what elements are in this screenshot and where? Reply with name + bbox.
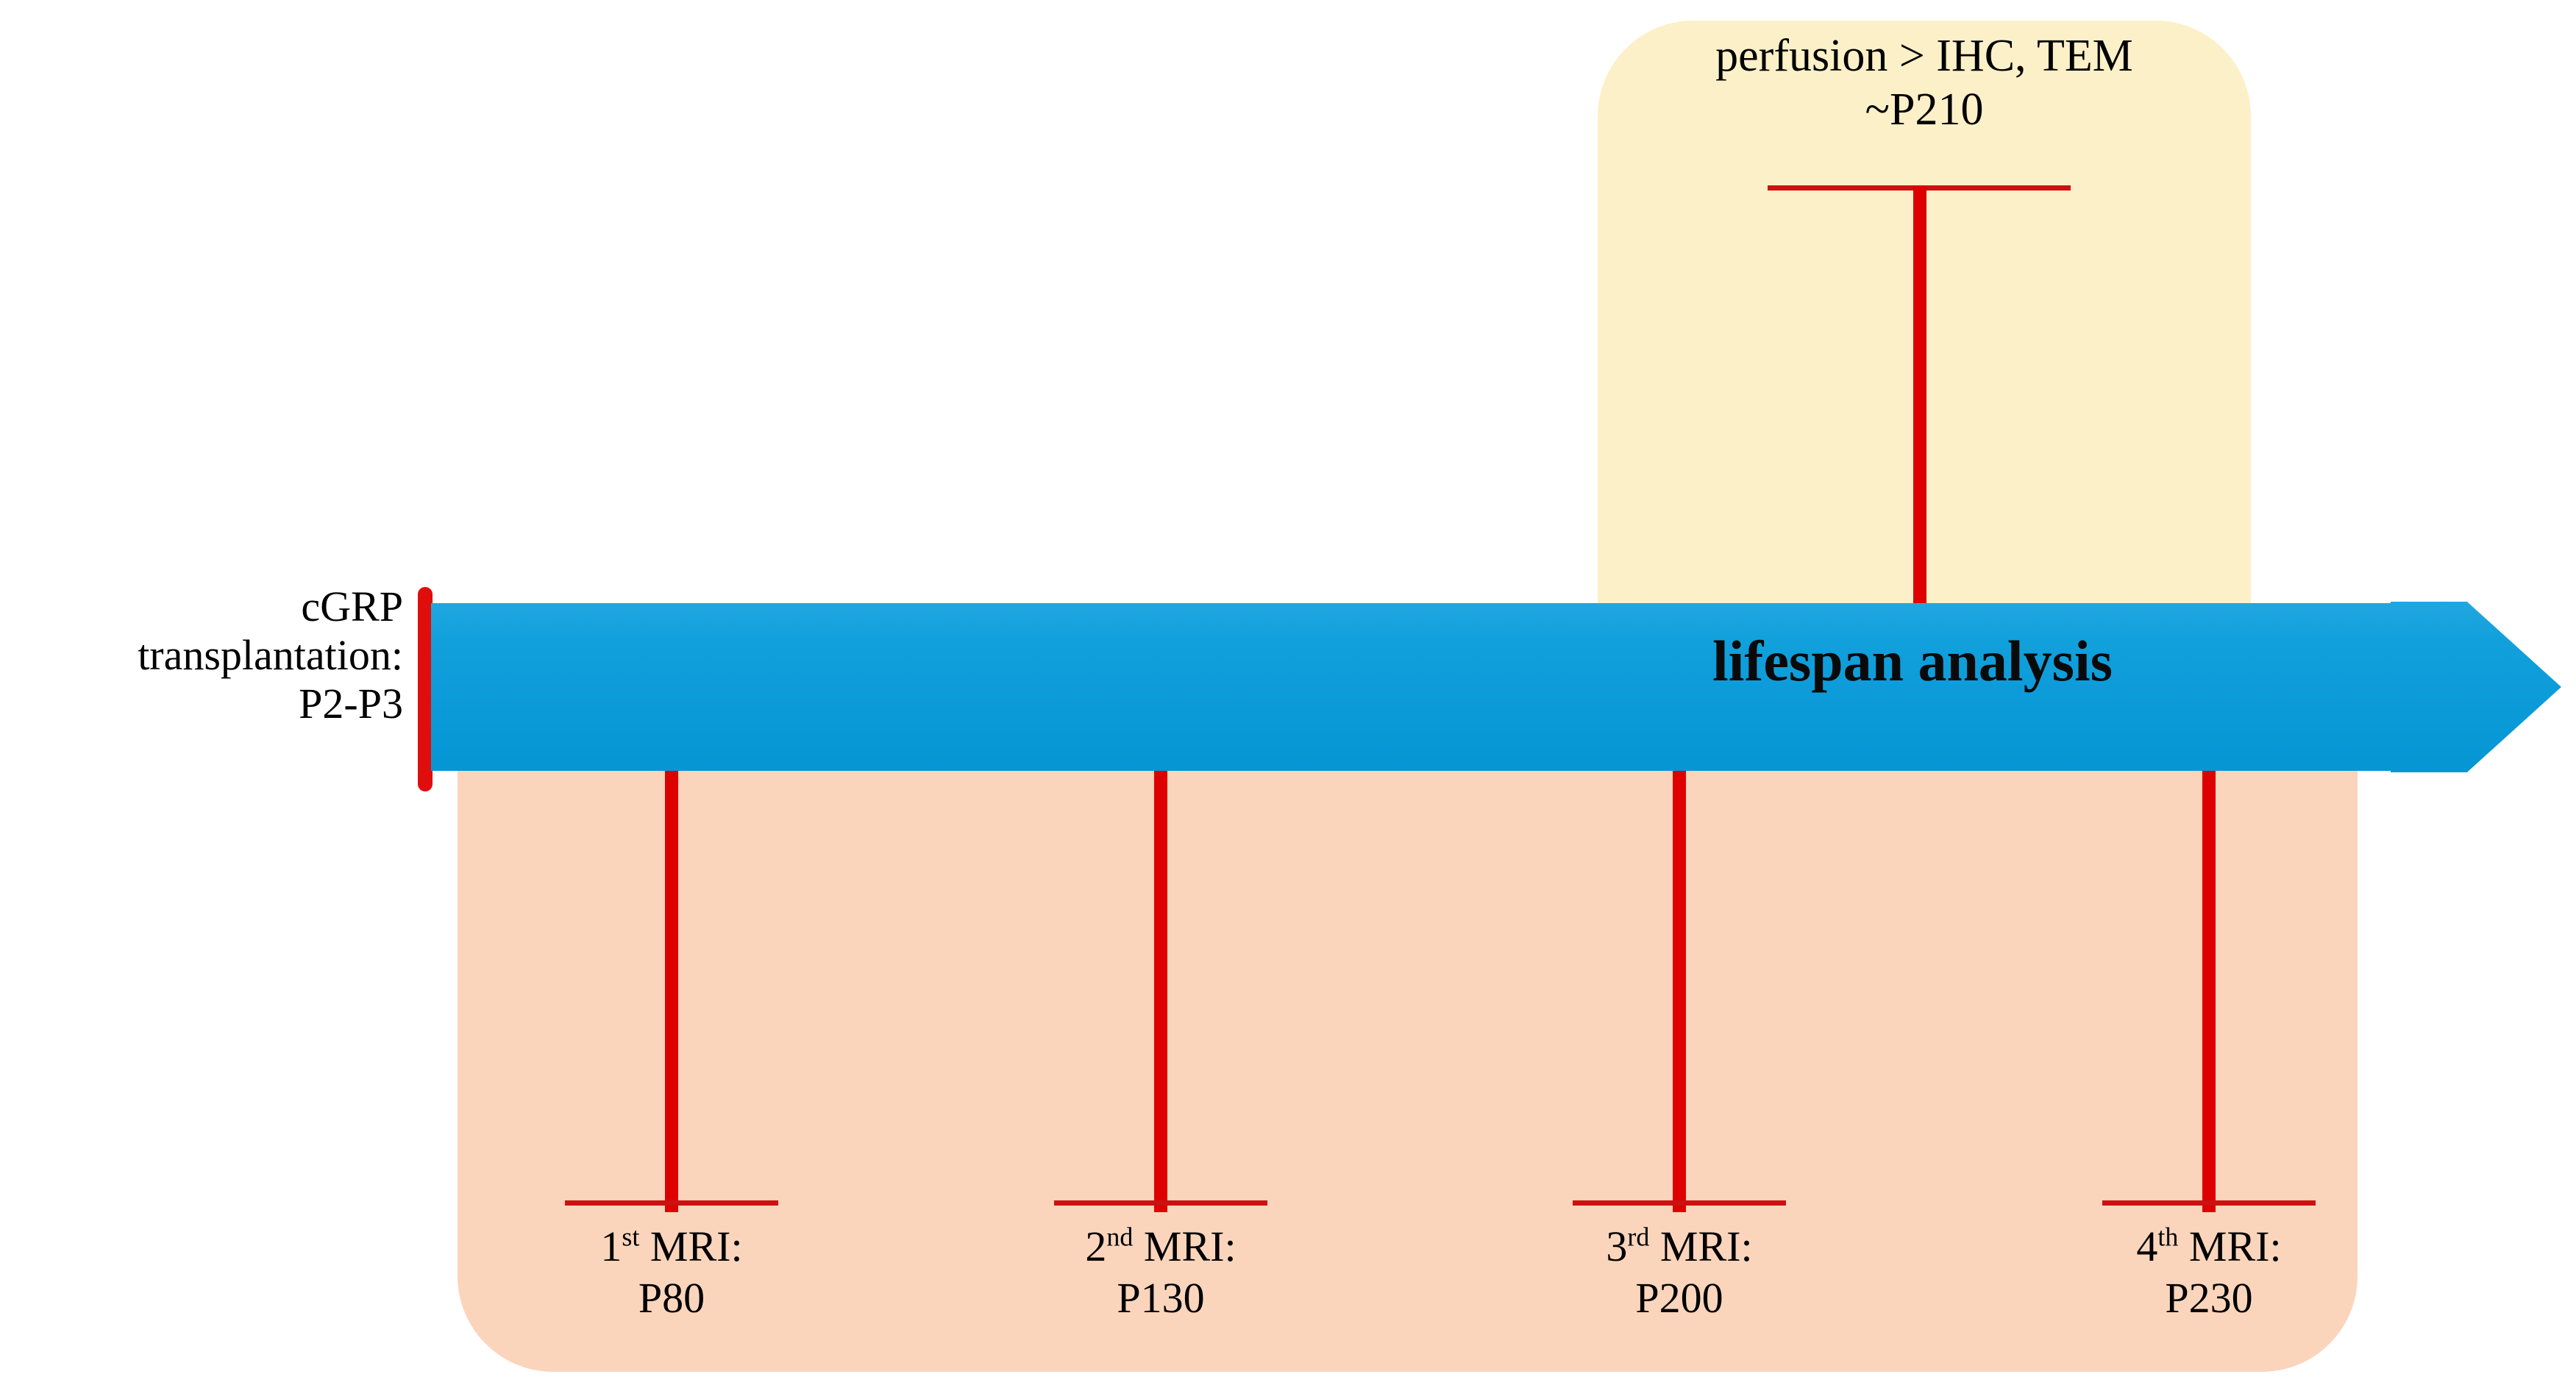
mri-label-1-day: P80 [638, 1273, 705, 1322]
timeline-arrow [431, 602, 2561, 772]
perfusion-label-line1: perfusion > IHC, TEM [1715, 31, 2133, 81]
mri-tick-line-4 [2202, 771, 2216, 1212]
mri-tick-rule-1 [565, 1200, 778, 1206]
arrow-path [431, 602, 2561, 772]
mri-tick-line-2 [1154, 771, 1167, 1212]
mri-label-2-day: P130 [1117, 1273, 1205, 1322]
start-label-line2: transplantation: [138, 631, 403, 680]
mri-tick-rule-2 [1054, 1200, 1267, 1206]
mri-label-4-suffix: th [2157, 1222, 2179, 1252]
mri-label-2-title: 2nd MRI: [992, 1221, 1330, 1272]
mri-label-1-title: 1st MRI: [502, 1221, 841, 1272]
mri-label-2: 2nd MRI: P130 [992, 1221, 1330, 1323]
mri-label-3-suffix: rd [1627, 1222, 1650, 1252]
mri-label-3-name: MRI: [1649, 1222, 1753, 1270]
mri-label-3-title: 3rd MRI: [1510, 1221, 1849, 1272]
perfusion-tick-line [1913, 185, 1926, 606]
mri-tick-rule-4 [2102, 1200, 2316, 1206]
perfusion-label: perfusion > IHC, TEM ~P210 [1598, 29, 2251, 137]
mri-label-3-day: P200 [1635, 1273, 1723, 1322]
mri-panel [458, 765, 2358, 1372]
mri-label-1-suffix: st [622, 1222, 640, 1252]
arrow-label: lifespan analysis [1712, 629, 2113, 693]
mri-tick-line-3 [1673, 771, 1686, 1212]
start-marker [418, 587, 433, 791]
mri-label-2-name: MRI: [1133, 1222, 1237, 1270]
mri-label-4-title: 4th MRI: [2040, 1221, 2378, 1272]
mri-label-1-name: MRI: [639, 1222, 743, 1270]
mri-label-4-ordinal: 4 [2136, 1222, 2158, 1270]
start-label-line1: cGRP [301, 583, 403, 630]
mri-label-4-day: P230 [2165, 1273, 2253, 1322]
mri-label-3-ordinal: 3 [1606, 1222, 1628, 1270]
mri-tick-rule-3 [1573, 1200, 1786, 1206]
mri-label-1: 1st MRI: P80 [502, 1221, 841, 1323]
mri-label-2-ordinal: 2 [1085, 1222, 1107, 1270]
mri-label-3: 3rd MRI: P200 [1510, 1221, 1849, 1323]
mri-tick-line-1 [665, 771, 678, 1212]
start-label-line3: P2-P3 [299, 680, 403, 728]
start-label: cGRP transplantation: P2-P3 [0, 583, 403, 728]
perfusion-label-line2: ~P210 [1865, 85, 1984, 135]
mri-label-1-ordinal: 1 [600, 1222, 622, 1270]
mri-label-4-name: MRI: [2178, 1222, 2282, 1270]
mri-label-2-suffix: nd [1106, 1222, 1134, 1252]
arrow-shape [431, 602, 2561, 772]
mri-label-4: 4th MRI: P230 [2040, 1221, 2378, 1323]
